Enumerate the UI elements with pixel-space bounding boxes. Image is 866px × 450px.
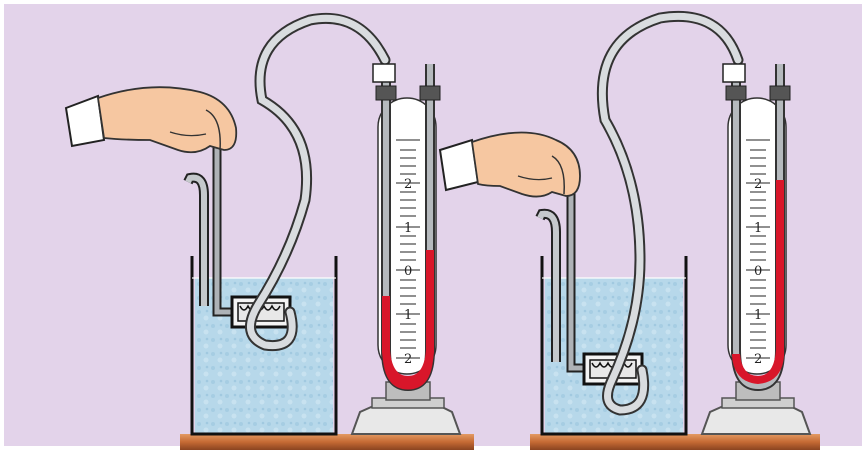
scale-label-bottom-2: 2 (404, 352, 412, 367)
scale-label-zero: 0 (754, 264, 762, 279)
scale-label-top-1: 1 (404, 221, 412, 236)
u-tube-manometer: 2 1 0 1 2 (723, 64, 790, 386)
base-board (530, 434, 820, 450)
u-tube-manometer: 2 1 0 1 2 (373, 64, 440, 386)
scale-label-bottom-2: 2 (754, 352, 762, 367)
base-board (180, 434, 474, 450)
scale-label-bottom-1: 1 (754, 308, 762, 323)
scale-label-zero: 0 (404, 264, 412, 279)
scale-label-bottom-1: 1 (404, 308, 412, 323)
scale-label-top-2: 2 (404, 177, 412, 192)
scale-label-top-2: 2 (754, 177, 762, 192)
scale-label-top-1: 1 (754, 221, 762, 236)
